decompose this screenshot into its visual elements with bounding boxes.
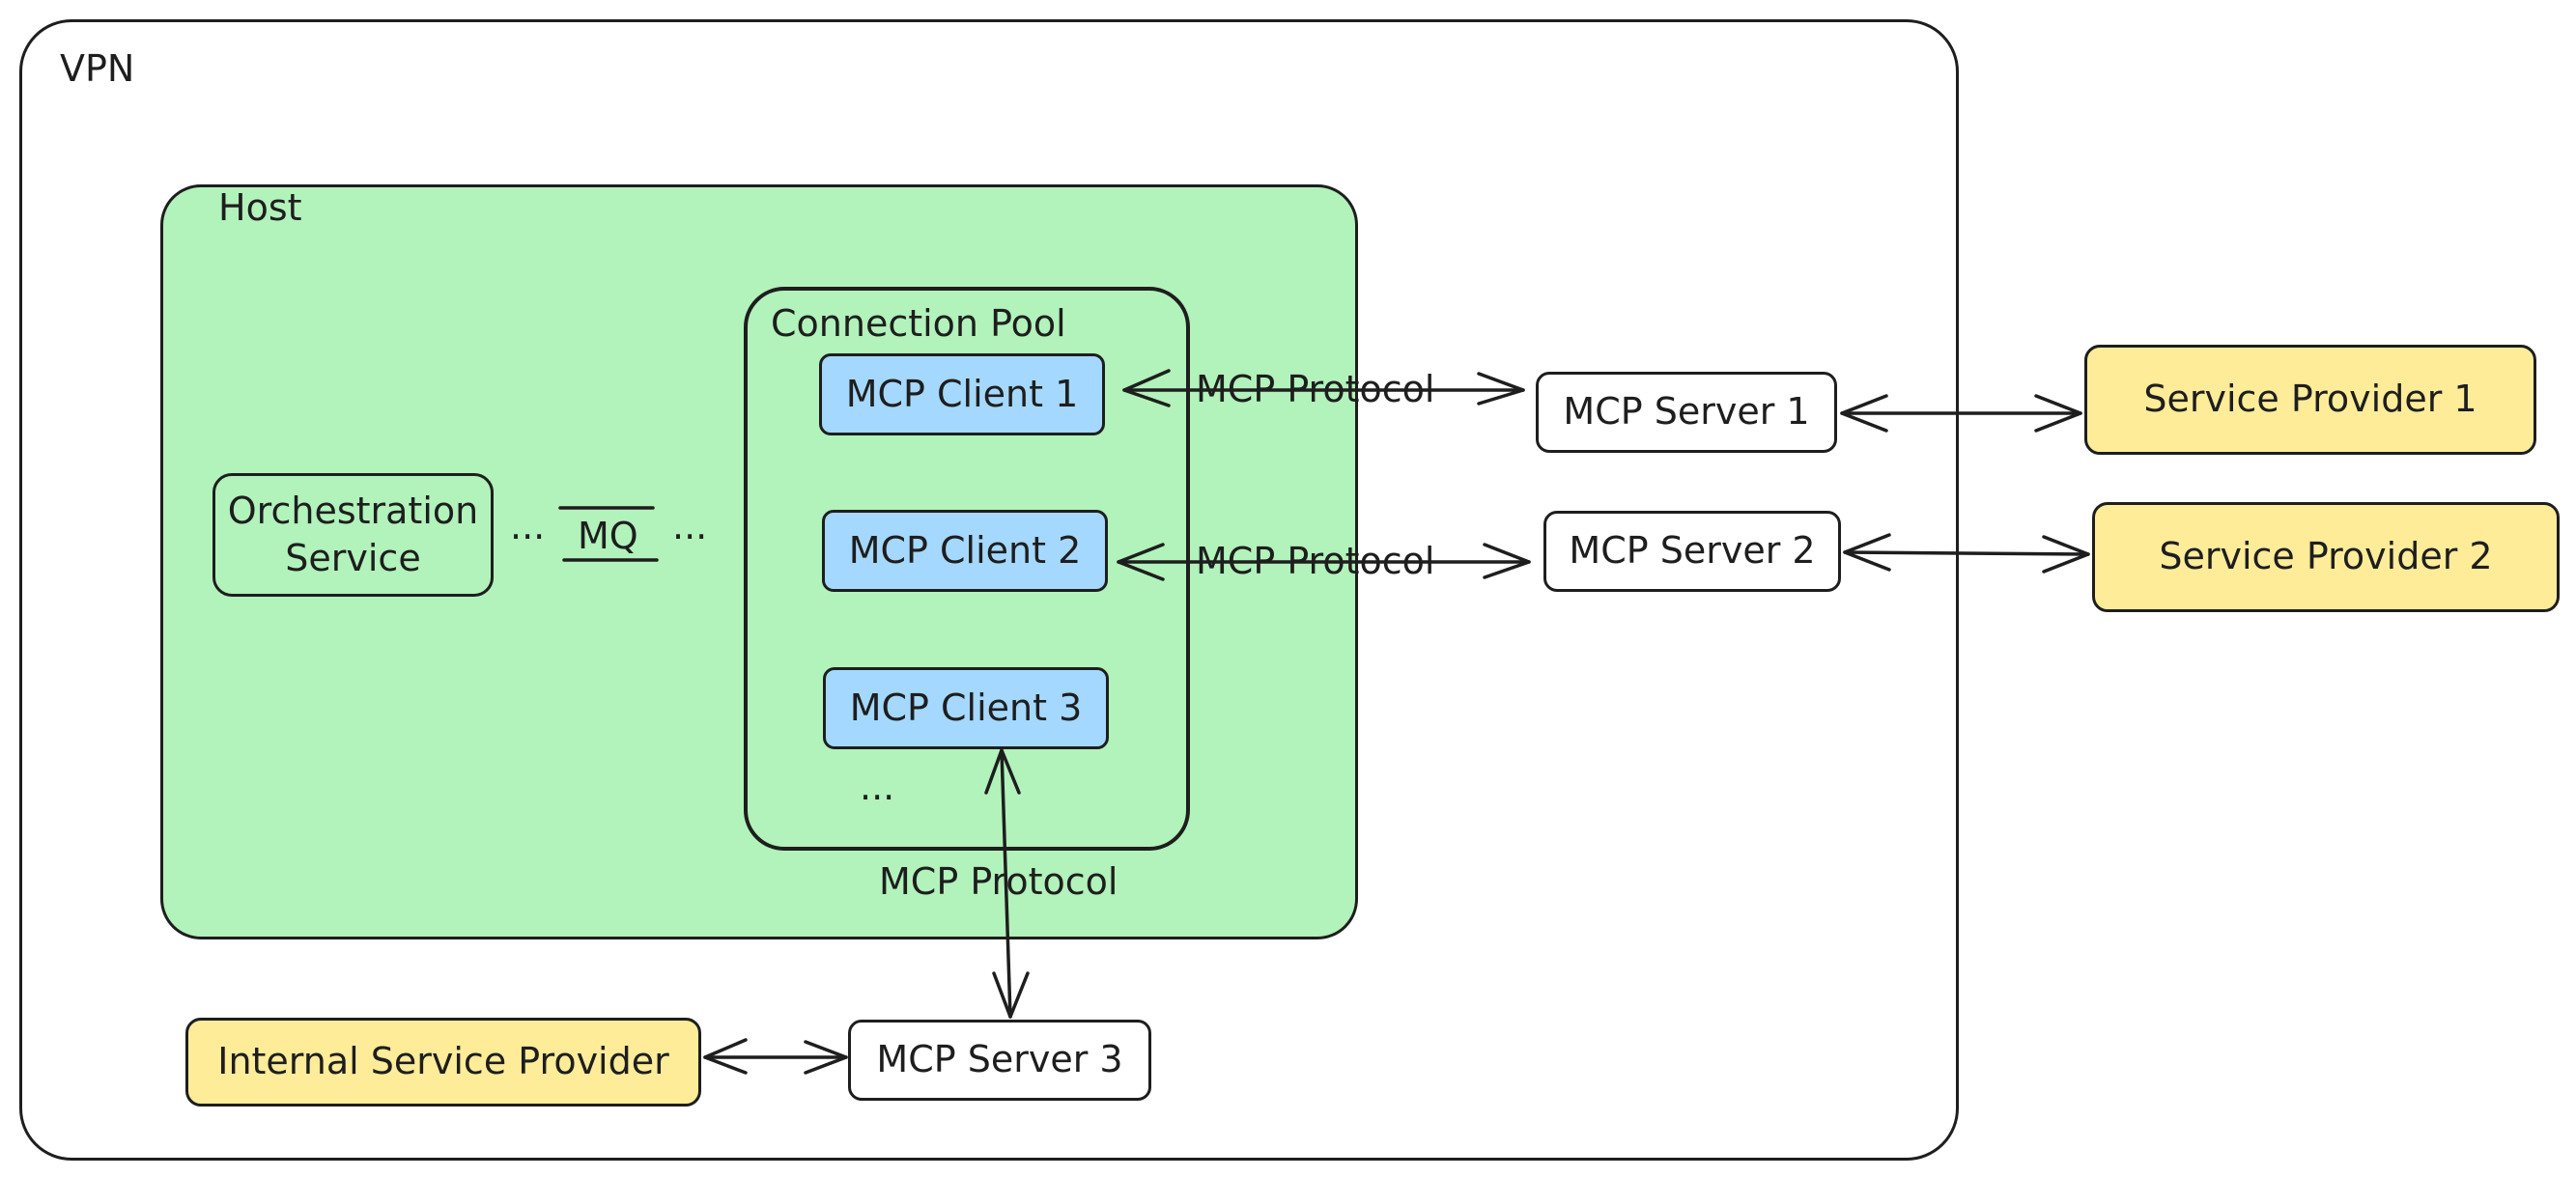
mcp-server-2-label: MCP Server 2 <box>1569 529 1816 573</box>
arrow-server1-provider1 <box>1840 394 2082 433</box>
mcp-server-1-node: MCP Server 1 <box>1536 372 1837 453</box>
vpn-label: VPN <box>60 47 135 90</box>
mcp-client-3-label: MCP Client 3 <box>849 686 1083 729</box>
ellipsis-left: ... <box>510 505 546 547</box>
orchestration-service-label: Orchestration Service <box>227 489 479 579</box>
pool-ellipsis: ... <box>860 766 895 808</box>
orchestration-service-node: Orchestration Service <box>212 473 494 597</box>
service-provider-2-node: Service Provider 2 <box>2092 502 2560 612</box>
mcp-client-1-label: MCP Client 1 <box>845 372 1079 415</box>
arrow-client1-server1 <box>1122 369 1525 407</box>
arrow-internal-server3 <box>703 1038 848 1075</box>
mcp-client-1-node: MCP Client 1 <box>819 353 1105 435</box>
edge-label-protocol-3: MCP Protocol <box>879 860 1118 903</box>
service-provider-1-label: Service Provider 1 <box>2143 378 2477 421</box>
vpn-region <box>19 19 1959 1161</box>
mcp-server-2-node: MCP Server 2 <box>1543 511 1841 592</box>
mq-label: MQ <box>578 515 638 557</box>
arrow-server2-provider2 <box>1843 533 2090 574</box>
internal-service-provider-label: Internal Service Provider <box>217 1040 669 1083</box>
mcp-server-3-label: MCP Server 3 <box>876 1038 1123 1081</box>
mcp-client-3-node: MCP Client 3 <box>823 667 1109 749</box>
service-provider-1-node: Service Provider 1 <box>2084 345 2536 455</box>
connection-pool-label: Connection Pool <box>771 302 1066 345</box>
mcp-server-1-label: MCP Server 1 <box>1563 390 1810 434</box>
mcp-client-2-label: MCP Client 2 <box>848 528 1082 572</box>
edge-label-protocol-1: MCP Protocol <box>1196 368 1435 410</box>
arrow-client2-server2 <box>1117 543 1531 581</box>
mcp-client-2-node: MCP Client 2 <box>822 510 1108 592</box>
mcp-server-3-node: MCP Server 3 <box>848 1020 1151 1101</box>
edge-label-protocol-2: MCP Protocol <box>1196 540 1435 582</box>
service-provider-2-label: Service Provider 2 <box>2159 535 2493 578</box>
internal-service-provider-node: Internal Service Provider <box>185 1018 701 1107</box>
arrow-client3-server3 <box>984 748 1030 1019</box>
host-label: Host <box>218 186 302 229</box>
ellipsis-right: ... <box>672 505 708 547</box>
